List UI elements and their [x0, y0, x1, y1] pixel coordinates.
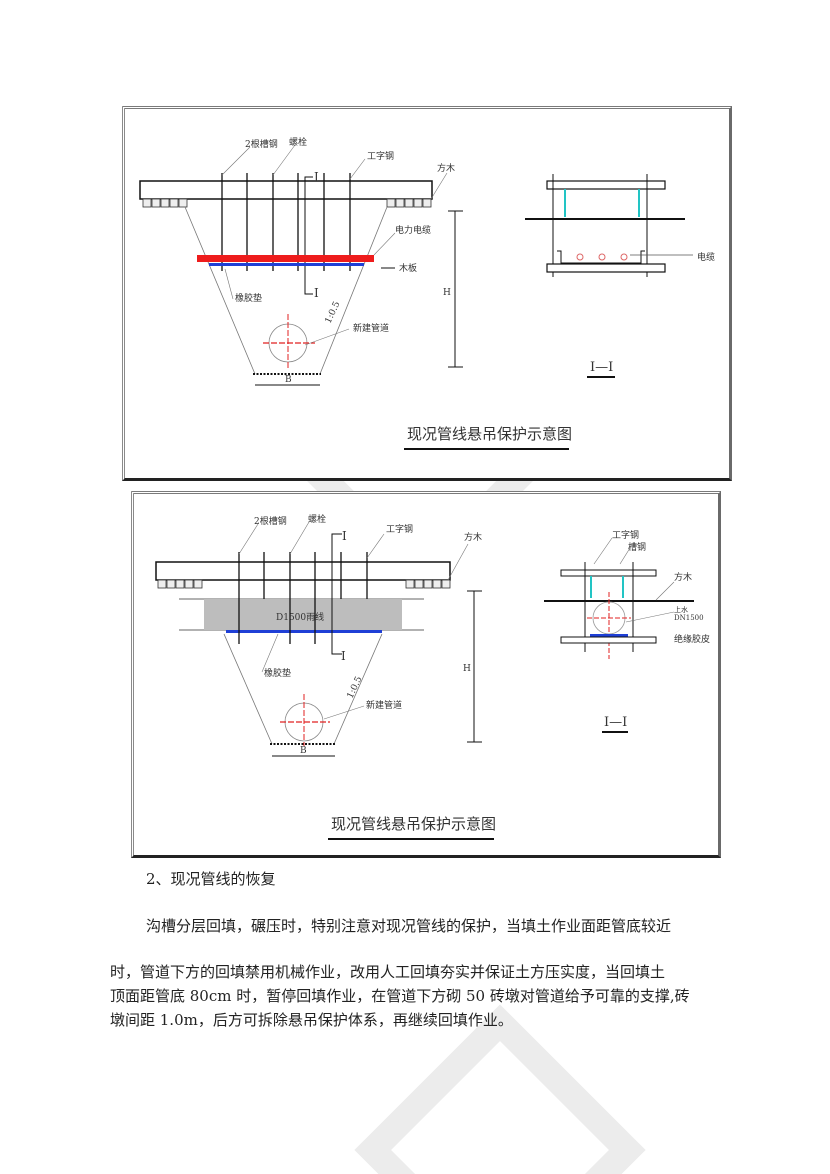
power-cable-bar — [197, 255, 374, 262]
svg-text:电缆: 电缆 — [697, 251, 715, 263]
svg-text:绝缘胶皮: 绝缘胶皮 — [674, 633, 710, 645]
svg-text:螺栓: 螺栓 — [289, 136, 307, 148]
existing-pipe — [204, 599, 402, 630]
svg-text:工字钢: 工字钢 — [386, 523, 413, 535]
i-beam-shape — [139, 180, 433, 200]
svg-text:I: I — [341, 649, 346, 663]
svg-text:新建管道: 新建管道 — [366, 699, 402, 711]
svg-text:方木: 方木 — [437, 162, 455, 174]
bolts — [221, 173, 351, 271]
svg-text:上水: 上水 — [674, 605, 688, 614]
paragraph-2-line: 顶面距管底 80cm 时，暂停回填作业，在管道下方砌 50 砖墩对管道给予可靠的… — [110, 987, 690, 1005]
svg-text:工字钢: 工字钢 — [612, 529, 639, 541]
svg-text:现况管线悬吊保护示意图: 现况管线悬吊保护示意图 — [331, 815, 496, 833]
svg-text:I—I: I—I — [590, 360, 613, 375]
svg-text:1:0.5: 1:0.5 — [324, 300, 343, 325]
svg-text:I: I — [314, 286, 319, 300]
section-view-1: 电缆 I—I — [525, 174, 715, 378]
paragraph-2-line: 墩间距 1.0m，后方可拆除悬吊保护体系，再继续回填作业。 — [110, 1011, 513, 1029]
svg-text:方木: 方木 — [674, 571, 692, 583]
section-view-2: 工字钢 槽钢 方木 上水 DN1500 绝缘胶皮 I—I — [544, 529, 710, 733]
svg-text:B: B — [285, 375, 292, 385]
svg-text:工字钢: 工字钢 — [367, 150, 394, 162]
svg-text:DN1500: DN1500 — [674, 614, 704, 622]
svg-text:2根槽钢: 2根槽钢 — [245, 138, 278, 150]
figure-1-frame: I I B H 2根槽钢 螺栓 工字钢 方木 电力电缆 木板 橡胶垫 新建管道 … — [122, 106, 732, 481]
svg-text:现况管线悬吊保护示意图: 现况管线悬吊保护示意图 — [407, 425, 572, 443]
suspension-diagram-1: I I B H 2根槽钢 螺栓 工字钢 方木 电力电缆 木板 橡胶垫 新建管道 … — [139, 136, 715, 450]
svg-text:I: I — [314, 170, 319, 184]
svg-text:D1500雨线: D1500雨线 — [276, 611, 324, 623]
svg-text:新建管道: 新建管道 — [353, 322, 389, 334]
rubber-pad-bar — [226, 630, 382, 633]
svg-text:H: H — [443, 288, 451, 298]
suspension-diagram-2: D1500雨线 I I B H 2根槽钢 螺栓 工字钢 方木 橡胶垫 新建管道 … — [155, 513, 710, 840]
svg-text:橡胶垫: 橡胶垫 — [264, 667, 291, 679]
section-heading: 2、现况管线的恢复 — [146, 870, 276, 888]
svg-text:B: B — [300, 746, 307, 756]
svg-text:2根槽钢: 2根槽钢 — [254, 515, 287, 527]
paragraph-1: 沟槽分层回填，碾压时，特别注意对现况管线的保护，当填土作业面距管底较近 — [146, 917, 672, 935]
svg-text:方木: 方木 — [464, 531, 482, 543]
timber-blocks — [142, 198, 432, 208]
figure-2-frame: D1500雨线 I I B H 2根槽钢 螺栓 工字钢 方木 橡胶垫 新建管道 … — [131, 491, 721, 858]
svg-text:槽钢: 槽钢 — [628, 541, 646, 553]
wood-board-bar — [209, 263, 364, 266]
svg-text:I: I — [342, 529, 347, 543]
svg-text:木板: 木板 — [399, 262, 417, 274]
svg-text:螺栓: 螺栓 — [308, 513, 326, 525]
paragraph-2: 时，管道下方的回填禁用机械作业，改用人工回填夯实并保证土方压实度，当回填土 顶面… — [110, 960, 690, 1032]
svg-text:H: H — [463, 664, 471, 674]
paragraph-2-line: 时，管道下方的回填禁用机械作业，改用人工回填夯实并保证土方压实度，当回填土 — [110, 963, 666, 981]
svg-text:1:0.5: 1:0.5 — [346, 675, 365, 700]
svg-text:I—I: I—I — [604, 715, 627, 730]
svg-text:电力电缆: 电力电缆 — [395, 224, 431, 236]
svg-text:橡胶垫: 橡胶垫 — [235, 292, 262, 304]
